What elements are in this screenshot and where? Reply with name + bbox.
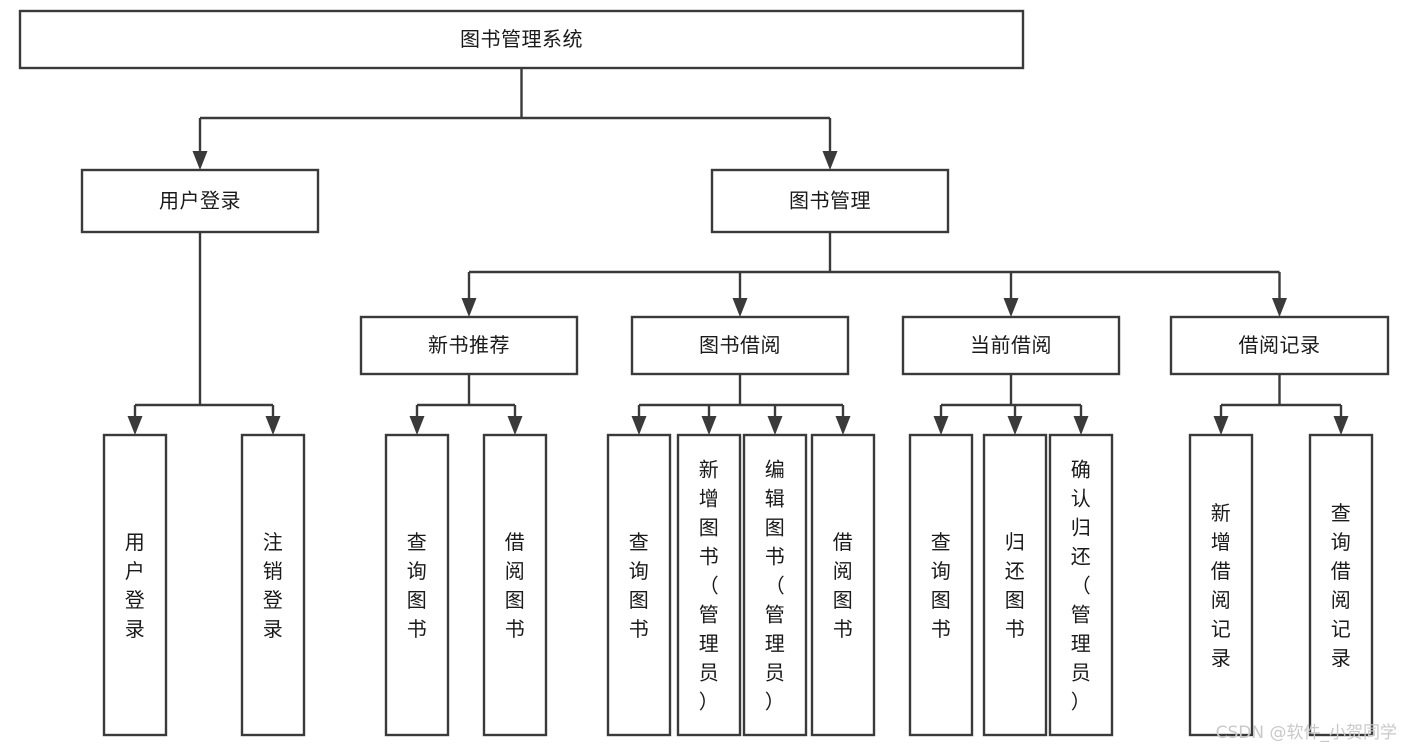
node-leaf-8-查询图书-label: 查询图书: [931, 530, 952, 641]
node-l3-借阅记录-label: 借阅记录: [1239, 333, 1321, 357]
node-leaf-6-编辑图书管理员[interactable]: 编辑图书（管理员）: [742, 433, 808, 737]
arrow-head-icon: [1213, 416, 1229, 435]
node-l2-图书管理-label: 图书管理: [789, 189, 871, 213]
node-leaf-11-新增借阅记录-box[interactable]: [1188, 433, 1254, 737]
node-root-图书管理系统[interactable]: 图书管理系统: [18, 9, 1025, 70]
node-l3-新书推荐-box[interactable]: [359, 315, 579, 376]
node-l3-当前借阅-label: 当前借阅: [970, 333, 1052, 357]
nodes-layer: 图书管理系统用户登录图书管理新书推荐图书借阅当前借阅借阅记录用户登录注销登录查询…: [18, 9, 1390, 737]
node-leaf-11-新增借阅记录-label: 新增借阅记录: [1211, 501, 1232, 670]
arrow-head-icon: [265, 416, 281, 435]
node-leaf-4-查询图书-label: 查询图书: [629, 530, 650, 641]
csdn-watermark: CSDN @软件_小贺同学: [1215, 723, 1397, 743]
node-leaf-9-归还图书-box[interactable]: [982, 433, 1048, 737]
arrow-head-icon: [1073, 416, 1089, 435]
arrow-head-icon: [933, 416, 949, 435]
node-l3-借阅记录[interactable]: 借阅记录: [1169, 315, 1390, 376]
arrow-head-icon: [767, 416, 783, 435]
node-leaf-5-新增图书管理员-box[interactable]: [676, 433, 742, 737]
node-leaf-9-归还图书[interactable]: 归还图书: [982, 433, 1048, 737]
node-leaf-1-注销登录-box[interactable]: [240, 433, 306, 737]
node-leaf-4-查询图书-box[interactable]: [606, 433, 672, 737]
node-leaf-9-归还图书-label: 归还图书: [1005, 530, 1026, 641]
arrow-head-icon: [127, 416, 143, 435]
arrow-head-icon: [732, 298, 748, 317]
node-leaf-12-查询借阅记录-box[interactable]: [1308, 433, 1374, 737]
arrow-head-icon: [461, 298, 477, 317]
node-l2-用户登录[interactable]: 用户登录: [80, 168, 320, 234]
node-leaf-10-确认归还管理员-box[interactable]: [1048, 433, 1114, 737]
node-leaf-10-确认归还管理员-label: 确认归还（管理员）: [1071, 458, 1092, 714]
node-l3-新书推荐[interactable]: 新书推荐: [359, 315, 579, 376]
arrow-head-icon: [409, 416, 425, 435]
arrow-head-icon: [507, 416, 523, 435]
node-l3-图书借阅-box[interactable]: [630, 315, 850, 376]
node-leaf-3-借阅图书-box[interactable]: [482, 433, 548, 737]
node-leaf-2-查询图书-box[interactable]: [384, 433, 450, 737]
node-leaf-2-查询图书[interactable]: 查询图书: [384, 433, 450, 737]
node-leaf-0-用户登录-label: 用户登录: [125, 530, 146, 641]
node-root-图书管理系统-box[interactable]: [18, 9, 1025, 70]
arrow-head-icon: [1003, 298, 1019, 317]
node-leaf-3-借阅图书-label: 借阅图书: [505, 530, 526, 641]
node-l2-图书管理-box[interactable]: [710, 168, 950, 234]
arrow-head-icon: [1007, 416, 1023, 435]
node-leaf-5-新增图书管理员[interactable]: 新增图书（管理员）: [676, 433, 742, 737]
arrow-head-icon: [1272, 298, 1287, 317]
arrow-head-icon: [631, 416, 647, 435]
arrow-head-icon: [1333, 416, 1349, 435]
arrow-head-icon: [192, 151, 208, 170]
node-leaf-8-查询图书-box[interactable]: [908, 433, 974, 737]
node-l2-用户登录-label: 用户登录: [159, 189, 241, 213]
node-l3-借阅记录-box[interactable]: [1169, 315, 1390, 376]
node-leaf-0-用户登录[interactable]: 用户登录: [102, 433, 168, 737]
node-leaf-2-查询图书-label: 查询图书: [407, 530, 428, 641]
node-leaf-3-借阅图书[interactable]: 借阅图书: [482, 433, 548, 737]
node-leaf-1-注销登录[interactable]: 注销登录: [240, 433, 306, 737]
node-l2-图书管理[interactable]: 图书管理: [710, 168, 950, 234]
node-leaf-12-查询借阅记录-label: 查询借阅记录: [1331, 501, 1352, 670]
node-root-图书管理系统-label: 图书管理系统: [460, 27, 583, 51]
node-leaf-6-编辑图书管理员-label: 编辑图书（管理员）: [765, 458, 786, 714]
node-leaf-7-借阅图书-box[interactable]: [810, 433, 876, 737]
node-leaf-6-编辑图书管理员-box[interactable]: [742, 433, 808, 737]
node-leaf-0-用户登录-box[interactable]: [102, 433, 168, 737]
node-leaf-5-新增图书管理员-label: 新增图书（管理员）: [699, 458, 720, 714]
node-l3-图书借阅[interactable]: 图书借阅: [630, 315, 850, 376]
arrow-head-icon: [835, 416, 851, 435]
node-leaf-7-借阅图书[interactable]: 借阅图书: [810, 433, 876, 737]
node-leaf-7-借阅图书-label: 借阅图书: [833, 530, 854, 641]
node-l2-用户登录-box[interactable]: [80, 168, 320, 234]
node-leaf-11-新增借阅记录[interactable]: 新增借阅记录: [1188, 433, 1254, 737]
node-leaf-4-查询图书[interactable]: 查询图书: [606, 433, 672, 737]
node-leaf-8-查询图书[interactable]: 查询图书: [908, 433, 974, 737]
node-leaf-10-确认归还管理员[interactable]: 确认归还（管理员）: [1048, 433, 1114, 737]
arrow-head-icon: [822, 151, 838, 170]
arrow-head-icon: [701, 416, 717, 435]
node-l3-图书借阅-label: 图书借阅: [699, 333, 781, 357]
node-l3-当前借阅[interactable]: 当前借阅: [901, 315, 1121, 376]
node-l3-当前借阅-box[interactable]: [901, 315, 1121, 376]
edges-layer: [127, 68, 1349, 435]
node-leaf-1-注销登录-label: 注销登录: [263, 530, 284, 641]
node-leaf-12-查询借阅记录[interactable]: 查询借阅记录: [1308, 433, 1374, 737]
node-l3-新书推荐-label: 新书推荐: [428, 333, 510, 357]
